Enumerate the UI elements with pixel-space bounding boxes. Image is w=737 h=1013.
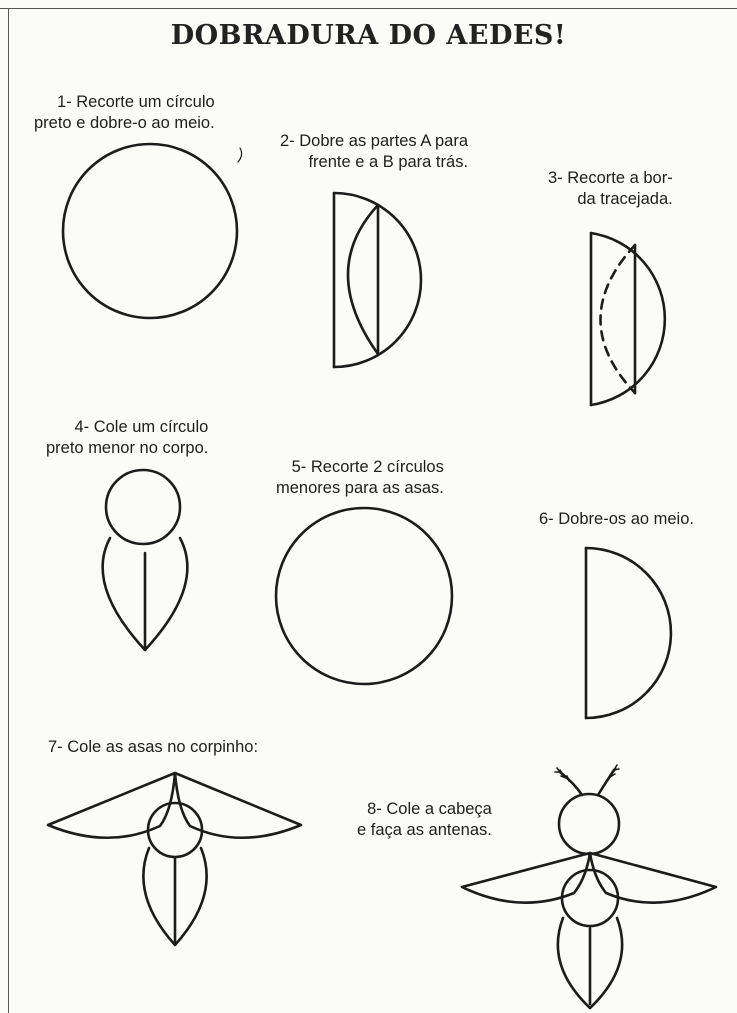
step-8-text: 8- Cole a cabeça e faça as antenas.	[357, 799, 492, 841]
step-7-text: 7- Cole as asas no corpinho:	[48, 737, 258, 758]
step-2-text: 2- Dobre as partes A para frente e a B p…	[280, 131, 468, 173]
step-4-text: 4- Cole um círculo preto menor no corpo.	[46, 417, 208, 459]
step-5-line-1: 5- Recorte 2 círculos	[291, 458, 444, 476]
step-8-line-1: 8- Cole a cabeça	[367, 800, 492, 818]
step-1-text: 1- Recorte um círculo preto e dobre-o ao…	[34, 92, 215, 134]
step-2-line-2: frente e a B para trás.	[308, 153, 469, 171]
step-6-half-circle-drawing	[586, 548, 671, 718]
step-1-circle-drawing	[63, 144, 242, 318]
step-2-line-1: 2- Dobre as partes A para	[280, 132, 469, 150]
step-8-mosquito-drawing	[462, 765, 716, 1008]
step-3-line-2: da tracejada.	[577, 190, 673, 208]
page-title: DOBRADURA DO AEDES!	[170, 20, 567, 51]
step-2-fold-drawing	[334, 193, 421, 367]
step-5-text: 5- Recorte 2 círculos menores para as as…	[276, 457, 444, 499]
step-1-line-1: 1- Recorte um círculo	[56, 93, 215, 111]
step-4-body-drawing	[103, 470, 188, 650]
step-8-line-2: e faça as antenas.	[357, 821, 492, 839]
step-3-cut-drawing	[591, 233, 665, 405]
step-5-circle-drawing	[276, 508, 452, 684]
page-border-top	[0, 8, 737, 9]
step-4-line-1: 4- Cole um círculo	[74, 418, 209, 436]
step-7-wings-drawing	[48, 773, 301, 945]
step-4-line-2: preto menor no corpo.	[46, 439, 209, 457]
page-border-left	[8, 8, 9, 1013]
step-6-line-1: 6- Dobre-os ao meio.	[539, 510, 694, 528]
step-1-line-2: preto e dobre-o ao meio.	[34, 114, 215, 132]
step-3-text: 3- Recorte a bor- da tracejada.	[548, 168, 673, 210]
step-3-line-1: 3- Recorte a bor-	[548, 169, 673, 187]
step-5-line-2: menores para as asas.	[276, 479, 444, 497]
step-6-text: 6- Dobre-os ao meio.	[539, 509, 694, 530]
step-7-line-1: 7- Cole as asas no corpinho:	[48, 738, 259, 756]
